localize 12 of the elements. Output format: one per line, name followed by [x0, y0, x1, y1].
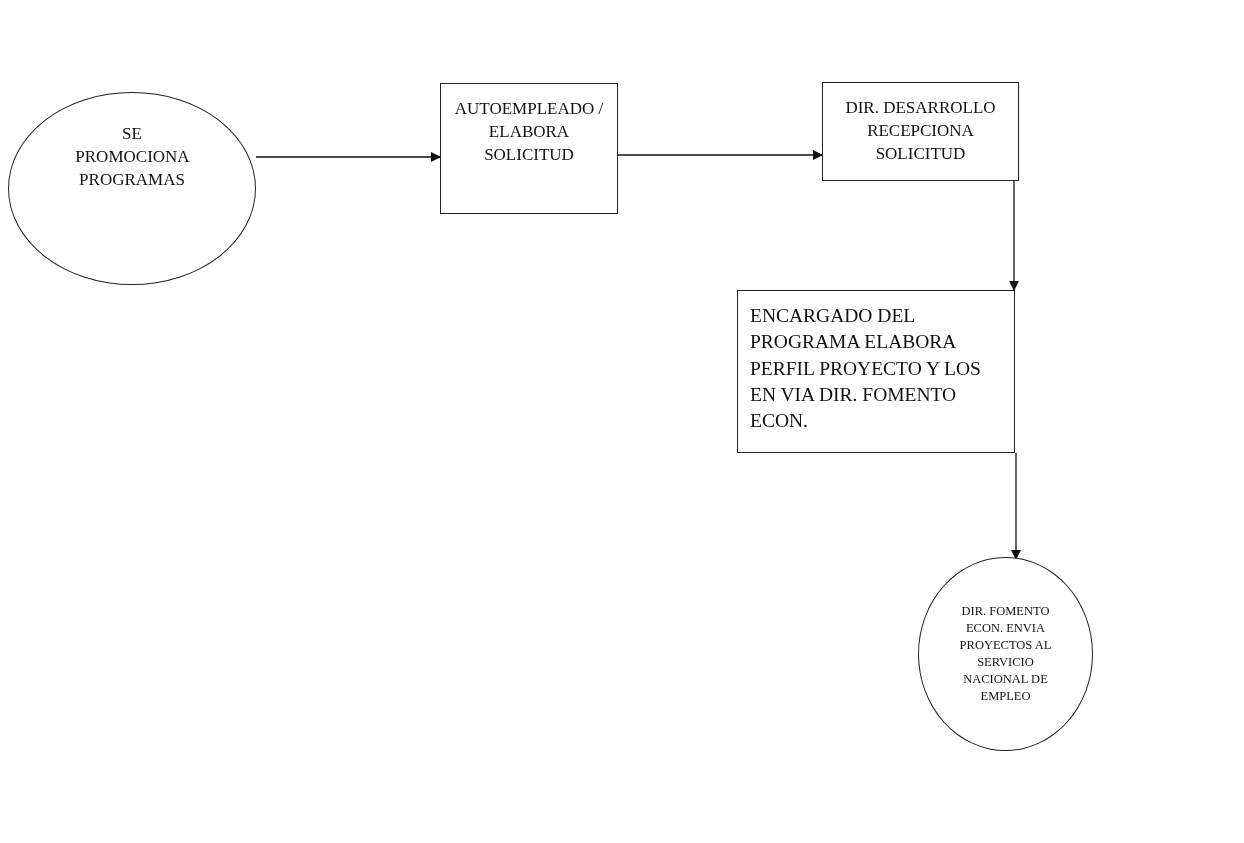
- arrow: [255, 152, 441, 162]
- arrow: [617, 150, 823, 160]
- node-text: DIR. FOMENTO ECON. ENVIA PROYECTOS AL SERVICIO NACIONAL DE EMPLEO: [958, 603, 1053, 705]
- node-text: AUTOEMPLEADO / ELABORA SOLICITUD: [453, 98, 605, 166]
- node-text: DIR. DESARROLLO RECEPCIONA SOLICITUD: [844, 97, 997, 165]
- arrow: [1009, 180, 1019, 291]
- node-text: ENCARGADO DEL PROGRAMA ELABORA PERFIL PROYECTO Y LOS EN VIA DIR. FOMENTO ECON.: [750, 304, 982, 434]
- arrow: [1011, 452, 1021, 560]
- node-text: SE PROMOCIONA PROGRAMAS: [75, 123, 189, 191]
- process-box: [440, 83, 618, 214]
- process-box: [822, 82, 1019, 181]
- process-box: [737, 290, 1015, 453]
